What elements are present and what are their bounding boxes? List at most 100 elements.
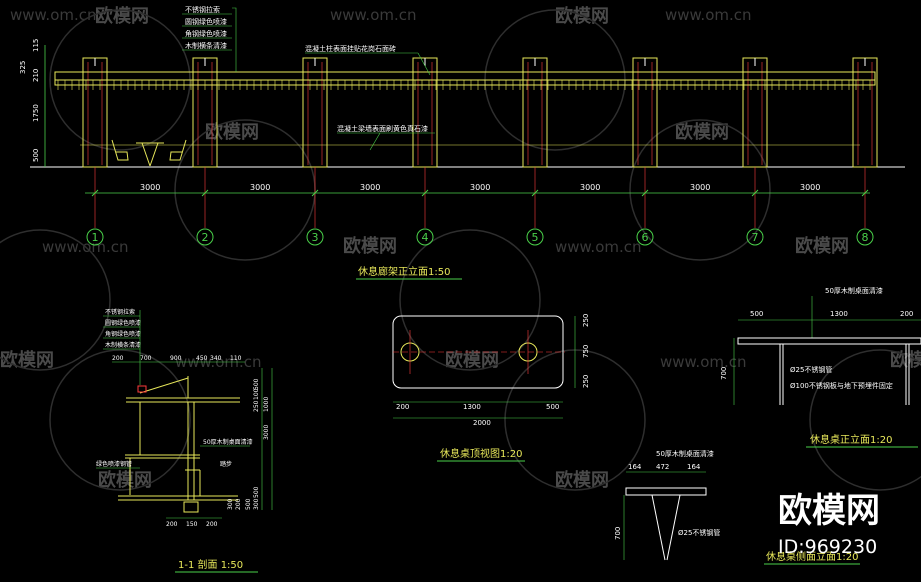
note-cable: 不锈钢拉索 (185, 5, 220, 14)
watermark-url: www.om.cn (330, 6, 417, 24)
column (632, 57, 658, 168)
front-pipe2: Ø100不锈钢板与地下预埋件固定 (790, 381, 893, 390)
watermark-url: www.om.cn (665, 6, 752, 24)
watermark-logo: 欧模网 (98, 469, 152, 491)
side-pipe: Ø25不锈钢管 (678, 528, 720, 537)
axis-number: 7 (752, 231, 759, 244)
note-wood: 木制横条清漆 (185, 41, 227, 50)
axis-bubble (746, 228, 764, 246)
watermark-url: www.om.cn (660, 353, 747, 371)
column (522, 57, 548, 168)
side-dim: 472 (656, 463, 669, 471)
side-dim: 164 (628, 463, 642, 471)
sec-dim: 900 (170, 355, 182, 362)
axis-bubble (306, 228, 324, 246)
axis-bubble (416, 228, 434, 246)
plan-dim: 200 (396, 403, 409, 411)
watermark-url: www.om.cn (555, 238, 642, 256)
plan-dim-total: 2000 (473, 419, 491, 427)
axis-number: 8 (862, 231, 869, 244)
sec-rdim: 1000 (263, 397, 270, 412)
watermark-logo: 欧模网 (795, 235, 849, 257)
front-pipe1: Ø25不锈钢管 (790, 365, 832, 374)
axis-number: 1 (92, 231, 99, 244)
column (412, 57, 438, 168)
watermark-logo: 欧模网 (445, 349, 499, 371)
watermark-logo: 欧模网 (95, 5, 149, 27)
plan-dim-r: 250 (582, 314, 590, 327)
dim-tick (201, 189, 209, 197)
vdim-325: 325 (19, 61, 27, 74)
vdim-500: 500 (32, 149, 40, 162)
vdim-115: 115 (32, 39, 40, 52)
sec-note-round: 圆钢绿色喷漆 (105, 319, 141, 327)
sec-dim: 340 (210, 355, 222, 362)
watermark-logo: 欧模网 (675, 121, 729, 143)
watermark-logo: 欧模网 (555, 469, 609, 491)
sec-rdim: 500 (253, 486, 260, 498)
side-dim: 164 (687, 463, 701, 471)
span-dim: 3000 (690, 183, 710, 192)
span-dim: 3000 (250, 183, 270, 192)
plan-dim: 1300 (463, 403, 481, 411)
note-beam-wall: 混凝土梁墙表面刷黄色真石漆 (337, 124, 428, 133)
axis-number: 6 (642, 231, 649, 244)
span-dim: 3000 (800, 183, 820, 192)
sec-note-cable: 不锈钢拉索 (105, 308, 135, 316)
plan-dim-r: 250 (582, 375, 590, 388)
section-title: 1-1 剖面 1:50 (178, 558, 243, 571)
sec-rdim: 500 (253, 378, 260, 390)
axis-bubble (856, 228, 874, 246)
sec-bdim: 150 (186, 521, 198, 528)
column (82, 57, 108, 168)
table-front-title: 休息桌正立面1:20 (810, 433, 892, 446)
span-dim: 3000 (580, 183, 600, 192)
table-front-drawing: 50厚木制桌面清漆 500 1300 200 700 Ø25不锈钢管 Ø100不… (720, 286, 921, 448)
watermark-logo: 欧模网 (343, 235, 397, 257)
axis-number: 5 (532, 231, 539, 244)
note-column-surface: 混凝土柱表面挂贴花岗石面砖 (305, 44, 396, 53)
sec-note-wood: 木制横条清漆 (105, 341, 141, 349)
watermark-logo: 欧模网 (0, 349, 54, 371)
watermark-url: www.om.cn (10, 6, 97, 24)
plan-dim: 500 (546, 403, 559, 411)
dim-tick (311, 189, 319, 197)
dim-tick (751, 189, 759, 197)
sec-dim: 450 (196, 355, 208, 362)
sec-dim: 110 (230, 355, 242, 362)
column (852, 57, 878, 168)
sec-bdim: 200 (206, 521, 218, 528)
brand-stamp: 欧模网 ID:969230 (778, 491, 880, 558)
sec-rdim: 3000 (263, 425, 270, 440)
sec-ldim: 500 (245, 498, 252, 510)
stamp-brand: 欧模网 (778, 491, 880, 531)
sec-rdim: 250 (253, 400, 260, 412)
axis-number: 4 (422, 231, 429, 244)
sec-dim: 200 (112, 355, 124, 362)
span-dim: 3000 (470, 183, 490, 192)
sec-ldim: 200 (235, 498, 242, 510)
front-dim: 200 (900, 310, 913, 318)
span-dim: 3000 (360, 183, 380, 192)
axis-bubble (86, 228, 104, 246)
seating-group (111, 139, 187, 167)
front-dim: 1300 (830, 310, 848, 318)
sec-rdim: 300 (253, 498, 260, 510)
column (742, 57, 768, 168)
section-drawing: 不锈钢拉索 圆钢绿色喷漆 角钢绿色喷漆 木制横条清漆 200 700 900 4… (96, 308, 273, 573)
axis-number: 2 (202, 231, 209, 244)
dim-tick (861, 189, 869, 197)
sec-dim: 700 (140, 355, 152, 362)
note-round-steel: 圆钢绿色喷漆 (185, 17, 227, 26)
dim-tick (421, 189, 429, 197)
sec-note-angle: 角钢绿色喷漆 (105, 330, 141, 338)
dim-tick (531, 189, 539, 197)
axis-number: 3 (312, 231, 319, 244)
watermark-logo: 欧模网 (205, 121, 259, 143)
axis-bubble (636, 228, 654, 246)
side-top-label: 50厚木制桌面清漆 (656, 449, 714, 458)
vdim-210: 210 (32, 69, 40, 82)
sec-green-label: 绿色喷漆钢管 (96, 460, 132, 468)
